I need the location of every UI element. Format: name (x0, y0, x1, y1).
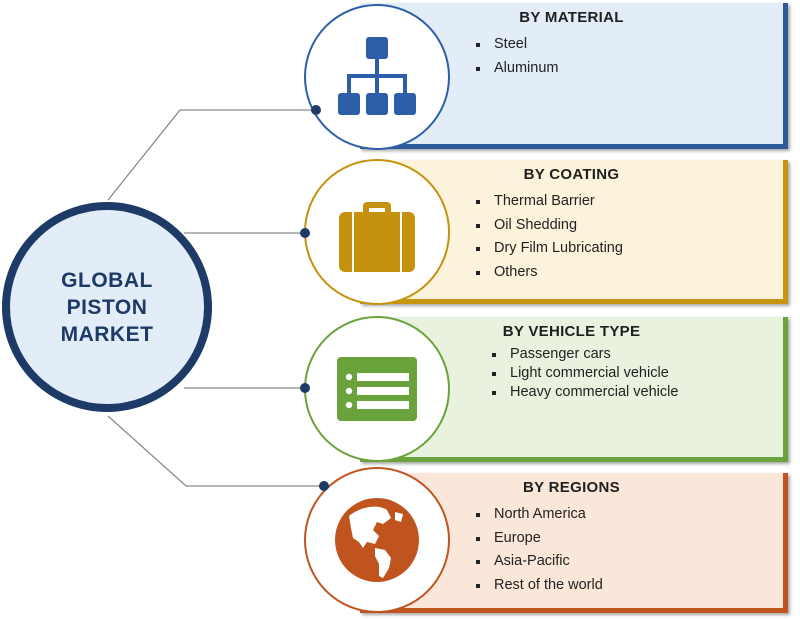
panel-title-material: BY MATERIAL (519, 9, 624, 26)
list-item: Heavy commercial vehicle (488, 383, 678, 402)
list-item: Dry Film Lubricating (472, 237, 623, 261)
center-title: GLOBAL PISTON MARKET (61, 267, 154, 348)
list-item: Thermal Barrier (472, 190, 623, 214)
list-item: Others (472, 261, 623, 285)
list-item: Europe (472, 527, 603, 551)
center-line-1: GLOBAL (61, 268, 153, 292)
connector-dot-regions (319, 481, 329, 491)
center-hub: GLOBAL PISTON MARKET (2, 202, 212, 412)
briefcase-icon (339, 202, 415, 272)
icon-circle-coating (304, 159, 450, 305)
icon-circle-material (304, 4, 450, 150)
icon-circle-regions (304, 467, 450, 613)
hierarchy-icon (338, 37, 416, 115)
connector-regions (107, 415, 324, 487)
panel-title-coating: BY COATING (523, 166, 620, 183)
panel-title-regions: BY REGIONS (523, 479, 620, 496)
coating-list: Thermal Barrier Oil Shedding Dry Film Lu… (472, 190, 623, 284)
list-item: Light commercial vehicle (488, 364, 678, 383)
list-item: Aluminum (472, 57, 558, 81)
vehicle-list: Passenger cars Light commercial vehicle … (488, 345, 678, 402)
material-list: Steel Aluminum (472, 33, 558, 80)
connector-dot-coating (300, 228, 310, 238)
connector-dot-vehicle (300, 383, 310, 393)
regions-list: North America Europe Asia-Pacific Rest o… (472, 503, 603, 597)
connector-material (107, 109, 315, 201)
center-line-2: PISTON (66, 295, 148, 319)
list-item: Asia-Pacific (472, 550, 603, 574)
globe-icon (335, 498, 419, 582)
list-item: North America (472, 503, 603, 527)
list-item: Rest of the world (472, 574, 603, 598)
center-line-3: MARKET (60, 322, 154, 346)
list-item: Oil Shedding (472, 214, 623, 238)
list-window-icon (337, 357, 417, 421)
list-item: Steel (472, 33, 558, 57)
icon-circle-vehicle (304, 316, 450, 462)
connector-dot-material (311, 105, 321, 115)
list-item: Passenger cars (488, 345, 678, 364)
panel-title-vehicle: BY VEHICLE TYPE (502, 323, 641, 340)
